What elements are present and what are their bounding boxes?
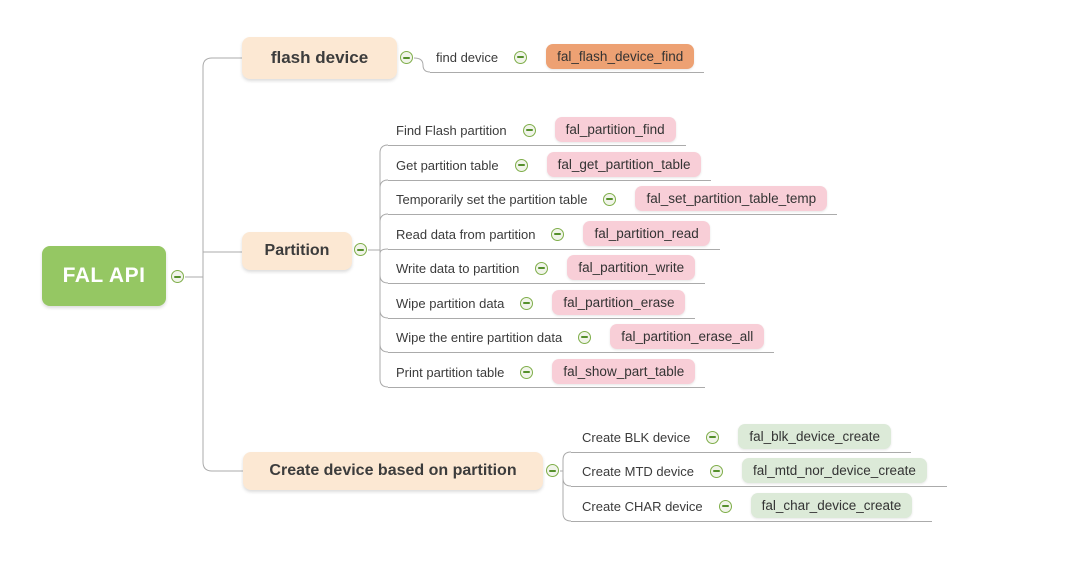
collapse-minus-icon[interactable]	[535, 261, 549, 275]
branch-topic-partition[interactable]: Partition	[242, 232, 352, 270]
collapse-minus-icon[interactable]	[354, 243, 367, 256]
topic-label[interactable]: Write data to partition	[396, 260, 520, 276]
topic-row: Get partition table fal_get_partition_ta…	[388, 150, 712, 181]
api-topic[interactable]: fal_set_partition_table_temp	[635, 185, 828, 211]
collapse-minus-icon[interactable]	[171, 270, 184, 283]
api-topic[interactable]: fal_show_part_table	[552, 358, 696, 384]
collapse-minus-icon[interactable]	[603, 192, 617, 206]
api-topic[interactable]: fal_flash_device_find	[546, 43, 695, 69]
collapse-minus-icon[interactable]	[514, 158, 528, 172]
collapse-minus-icon[interactable]	[709, 464, 723, 478]
topic-label[interactable]: Print partition table	[396, 364, 505, 380]
topic-row: Create CHAR device fal_char_device_creat…	[571, 491, 933, 522]
topic-row: Write data to partition fal_partition_wr…	[388, 253, 706, 284]
topic-label[interactable]: find device	[436, 49, 499, 65]
branch-topic-label: flash device	[270, 48, 369, 67]
topic-label[interactable]: Create BLK device	[582, 429, 691, 445]
api-topic[interactable]: fal_partition_find	[554, 116, 676, 142]
topic-label[interactable]: Temporarily set the partition table	[396, 191, 588, 207]
topic-label[interactable]: Wipe partition data	[396, 295, 505, 311]
root-topic[interactable]: FAL API	[42, 246, 166, 306]
topic-row-find-device: find device fal_flash_device_find	[430, 42, 705, 73]
api-topic[interactable]: fal_mtd_nor_device_create	[741, 457, 927, 483]
collapse-minus-icon[interactable]	[522, 123, 536, 137]
topic-label[interactable]: Create CHAR device	[582, 498, 703, 514]
branch-topic-label: Partition	[264, 242, 330, 259]
topic-row: Wipe partition data fal_partition_erase	[388, 288, 696, 319]
topic-row: Create BLK device fal_blk_device_create	[571, 422, 911, 453]
root-topic-label: FAL API	[62, 264, 146, 287]
api-topic[interactable]: fal_char_device_create	[750, 492, 913, 518]
branch-topic-label: Create device based on partition	[269, 462, 517, 479]
topic-row: Wipe the entire partition data fal_parti…	[388, 322, 775, 353]
topic-label[interactable]: Get partition table	[396, 157, 499, 173]
collapse-minus-icon[interactable]	[400, 51, 413, 64]
api-topic[interactable]: fal_blk_device_create	[738, 423, 891, 449]
topic-label[interactable]: Find Flash partition	[396, 122, 507, 138]
branch-topic-flash-device[interactable]: flash device	[242, 37, 397, 79]
api-topic[interactable]: fal_partition_erase	[552, 289, 686, 315]
collapse-minus-icon[interactable]	[706, 430, 720, 444]
collapse-minus-icon[interactable]	[514, 50, 528, 64]
collapse-minus-icon[interactable]	[551, 227, 565, 241]
collapse-minus-icon[interactable]	[546, 464, 559, 477]
collapse-minus-icon[interactable]	[520, 296, 534, 310]
topic-row: Find Flash partition fal_partition_find	[388, 115, 686, 146]
topic-row: Print partition table fal_show_part_tabl…	[388, 357, 706, 388]
api-topic[interactable]: fal_partition_erase_all	[610, 323, 765, 349]
topic-row: Temporarily set the partition table fal_…	[388, 184, 838, 215]
api-topic[interactable]: fal_partition_read	[583, 220, 710, 246]
api-topic[interactable]: fal_partition_write	[567, 254, 696, 280]
topic-row: Create MTD device fal_mtd_nor_device_cre…	[571, 456, 947, 487]
collapse-minus-icon[interactable]	[578, 330, 592, 344]
topic-label[interactable]: Wipe the entire partition data	[396, 329, 563, 345]
collapse-minus-icon[interactable]	[520, 365, 534, 379]
branch-topic-create-device[interactable]: Create device based on partition	[243, 452, 543, 490]
api-topic[interactable]: fal_get_partition_table	[546, 151, 702, 177]
topic-label[interactable]: Read data from partition	[396, 226, 536, 242]
collapse-minus-icon[interactable]	[718, 499, 732, 513]
topic-label[interactable]: Create MTD device	[582, 463, 694, 479]
topic-row: Read data from partition fal_partition_r…	[388, 219, 720, 250]
